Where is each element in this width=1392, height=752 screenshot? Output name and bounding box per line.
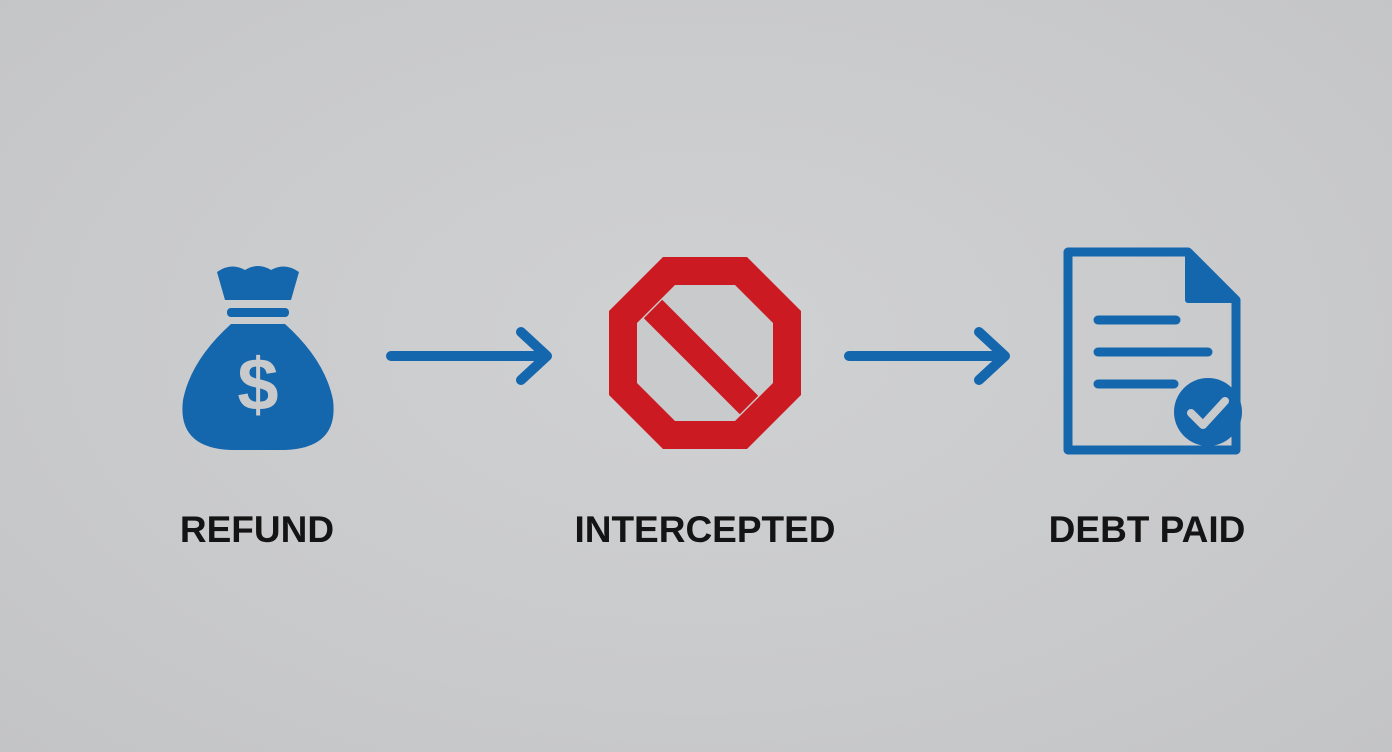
step-label-intercepted: INTERCEPTED [574,509,836,550]
arrow-right-icon [386,327,552,385]
prohibited-icon [609,257,801,449]
arrow-right-icon [844,327,1010,385]
step-label-debt-paid: DEBT PAID [1048,509,1246,550]
svg-text:$: $ [237,343,278,426]
money-bag-icon: $ [182,266,334,450]
step-label-refund: REFUND [179,509,335,550]
document-check-icon [1063,247,1242,455]
